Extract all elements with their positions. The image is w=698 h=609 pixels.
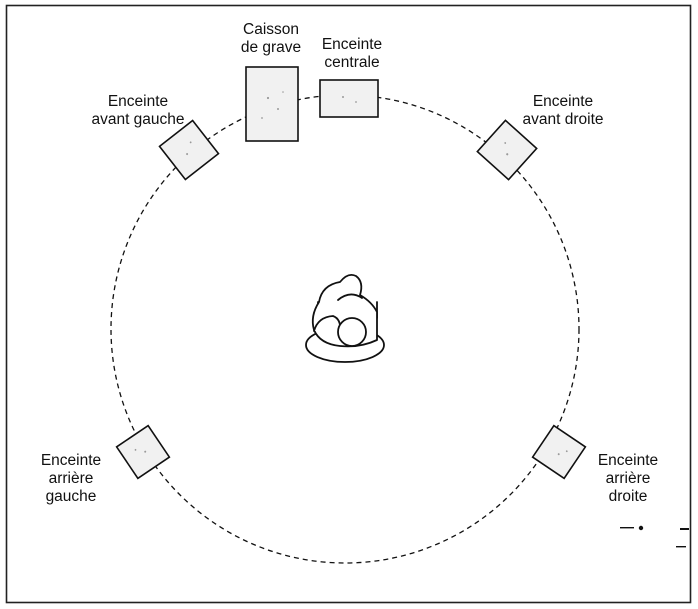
rear-right-speaker-label-line2: arrière <box>605 470 651 487</box>
front-right-speaker-icon <box>476 119 538 181</box>
rear-right-speaker-label-line1: Enceinte <box>597 452 659 469</box>
front-right-speaker-label: Enceinte avant droite <box>503 93 623 129</box>
rear-left-speaker-label-line2: arrière <box>48 470 94 487</box>
subwoofer-label: Caisson de grave <box>223 21 319 57</box>
subwoofer-speaker-icon <box>245 66 299 142</box>
front-left-speaker-icon <box>158 119 220 181</box>
center-speaker-label-line1: Enceinte <box>321 36 383 53</box>
rear-right-speaker-label: Enceinte arrière droite <box>582 452 674 506</box>
center-speaker-label-line2: centrale <box>324 54 380 71</box>
rear-left-speaker-label: Enceinte arrière gauche <box>25 452 117 506</box>
front-left-speaker-label-line2: avant gauche <box>91 111 185 128</box>
front-left-speaker-label: Enceinte avant gauche <box>78 93 198 129</box>
center-speaker-icon <box>319 79 379 118</box>
center-speaker-label: Enceinte centrale <box>302 36 402 72</box>
rear-left-speaker-label-line3: gauche <box>45 488 97 505</box>
front-left-speaker-label-line1: Enceinte <box>107 93 169 110</box>
front-right-speaker-label-line2: avant droite <box>522 111 604 128</box>
rear-right-speaker-icon <box>531 424 587 480</box>
subwoofer-label-line1: Caisson <box>243 21 299 38</box>
listener-icon <box>305 273 385 363</box>
rear-right-speaker-label-line3: droite <box>608 488 648 505</box>
diagram-frame <box>5 4 692 604</box>
stray-marks <box>620 525 689 548</box>
subwoofer-label-line2: de grave <box>240 39 302 56</box>
rear-left-speaker-label-line1: Enceinte <box>40 452 102 469</box>
front-right-speaker-label-line1: Enceinte <box>532 93 594 110</box>
rear-left-speaker-icon <box>115 424 171 480</box>
